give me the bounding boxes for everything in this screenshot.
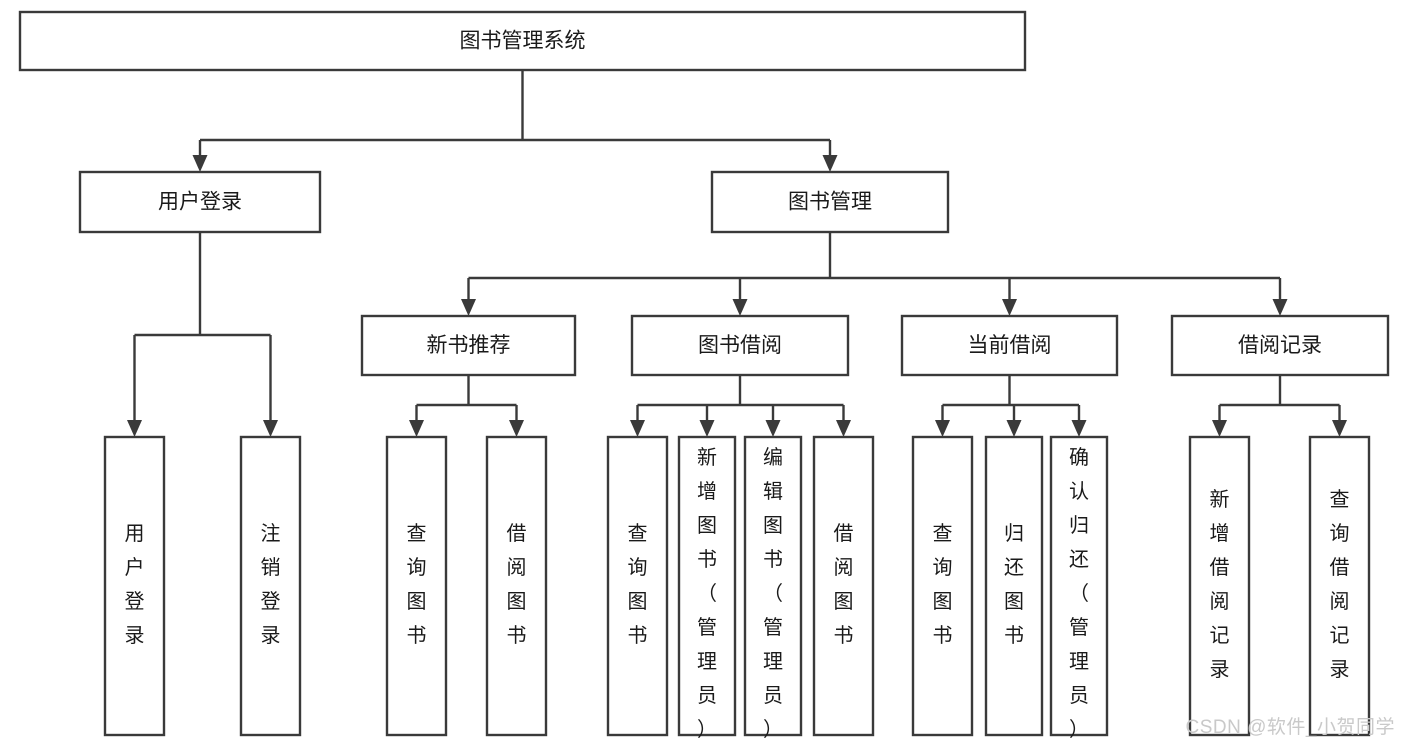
node-box-leaf-return-book[interactable] xyxy=(984,435,1044,737)
node-label-leaf-return-book: 归还图书 xyxy=(1004,522,1024,647)
book-borrow-to-leaf-borrow-book-2-arrowhead xyxy=(836,420,851,437)
node-box-leaf-borrow-book-2[interactable] xyxy=(812,435,875,737)
node-box-user-login[interactable] xyxy=(78,170,322,234)
node-label-leaf-query-book-3: 查询图书 xyxy=(933,522,953,647)
node-box-root[interactable] xyxy=(18,10,1027,72)
current-borrow-to-leaf-return-book-arrowhead xyxy=(1006,420,1022,437)
node-box-leaf-query-book-1[interactable] xyxy=(385,435,448,737)
node-borrow-record[interactable]: 借阅记录 xyxy=(1170,314,1390,377)
node-layer: 图书管理系统用户登录图书管理新书推荐图书借阅当前借阅借阅记录用户登录注销登录查询… xyxy=(18,10,1390,741)
user-login-to-leaf-user-login-arrowhead xyxy=(127,420,142,437)
node-label-leaf-logout-login: 注销登录 xyxy=(261,522,281,647)
node-book-borrow[interactable]: 图书借阅 xyxy=(630,314,850,377)
node-label-root: 图书管理系统 xyxy=(460,30,586,53)
root-to-user-login-arrowhead xyxy=(192,155,208,172)
root-to-book-manage-arrowhead xyxy=(822,155,838,172)
node-root[interactable]: 图书管理系统 xyxy=(18,10,1027,72)
node-box-book-manage[interactable] xyxy=(710,170,950,234)
node-label-leaf-borrow-book-2: 借阅图书 xyxy=(834,522,854,647)
connector-layer xyxy=(127,70,1347,437)
node-leaf-add-book-admin[interactable]: 新增图书（管理员） xyxy=(677,435,737,741)
node-box-leaf-edit-book-admin[interactable] xyxy=(743,435,803,737)
node-box-leaf-query-borrow-record[interactable] xyxy=(1308,435,1371,737)
node-leaf-user-login[interactable]: 用户登录 xyxy=(103,435,166,737)
node-label-leaf-edit-book-admin: 编辑图书（管理员） xyxy=(763,446,783,741)
node-box-leaf-query-book-2[interactable] xyxy=(606,435,669,737)
node-box-new-book-recommend[interactable] xyxy=(360,314,577,377)
user-login-to-leaf-logout-login-arrowhead xyxy=(263,420,278,437)
node-box-book-borrow[interactable] xyxy=(630,314,850,377)
node-leaf-return-book[interactable]: 归还图书 xyxy=(984,435,1044,737)
node-label-book-manage: 图书管理 xyxy=(788,191,872,214)
node-box-borrow-record[interactable] xyxy=(1170,314,1390,377)
node-label-leaf-query-book-2: 查询图书 xyxy=(628,522,648,647)
book-borrow-to-leaf-query-book-2-arrowhead xyxy=(630,420,645,437)
book-manage-to-book-borrow-arrowhead xyxy=(732,299,748,316)
book-manage-to-current-borrow-arrowhead xyxy=(1002,299,1017,316)
borrow-record-to-leaf-add-borrow-record-arrowhead xyxy=(1212,420,1227,437)
node-box-leaf-add-book-admin[interactable] xyxy=(677,435,737,737)
node-label-borrow-record: 借阅记录 xyxy=(1238,334,1322,357)
node-label-book-borrow: 图书借阅 xyxy=(698,334,782,357)
node-leaf-borrow-book-2[interactable]: 借阅图书 xyxy=(812,435,875,737)
node-leaf-edit-book-admin[interactable]: 编辑图书（管理员） xyxy=(743,435,803,741)
new-book-recommend-to-leaf-query-book-1-arrowhead xyxy=(409,420,424,437)
node-label-leaf-add-book-admin: 新增图书（管理员） xyxy=(697,446,717,741)
book-manage-to-borrow-record-arrowhead xyxy=(1272,299,1288,316)
node-label-new-book-recommend: 新书推荐 xyxy=(427,334,511,357)
current-borrow-to-leaf-query-book-3-arrowhead xyxy=(935,420,950,437)
node-box-leaf-add-borrow-record[interactable] xyxy=(1188,435,1251,737)
node-leaf-query-borrow-record[interactable]: 查询借阅记录 xyxy=(1308,435,1371,737)
node-box-leaf-logout-login[interactable] xyxy=(239,435,302,737)
node-leaf-logout-login[interactable]: 注销登录 xyxy=(239,435,302,737)
node-box-leaf-query-book-3[interactable] xyxy=(911,435,974,737)
book-manage-to-new-book-recommend-arrowhead xyxy=(461,299,476,316)
book-borrow-to-leaf-edit-book-admin-arrowhead xyxy=(765,420,781,437)
node-box-leaf-confirm-return-admin[interactable] xyxy=(1049,435,1109,737)
node-box-leaf-borrow-book-1[interactable] xyxy=(485,435,548,737)
csdn-watermark: CSDN @软件_小贺同学 xyxy=(1185,717,1395,738)
node-label-current-borrow: 当前借阅 xyxy=(968,334,1052,357)
node-box-current-borrow[interactable] xyxy=(900,314,1119,377)
node-user-login[interactable]: 用户登录 xyxy=(78,170,322,234)
node-book-manage[interactable]: 图书管理 xyxy=(710,170,950,234)
node-label-leaf-query-borrow-record: 查询借阅记录 xyxy=(1330,488,1350,681)
node-label-leaf-confirm-return-admin: 确认归还（管理员） xyxy=(1069,446,1089,741)
node-leaf-confirm-return-admin[interactable]: 确认归还（管理员） xyxy=(1049,435,1109,741)
node-label-user-login: 用户登录 xyxy=(158,191,242,214)
node-current-borrow[interactable]: 当前借阅 xyxy=(900,314,1119,377)
node-leaf-borrow-book-1[interactable]: 借阅图书 xyxy=(485,435,548,737)
book-borrow-to-leaf-add-book-admin-arrowhead xyxy=(699,420,715,437)
node-leaf-query-book-1[interactable]: 查询图书 xyxy=(385,435,448,737)
node-leaf-add-borrow-record[interactable]: 新增借阅记录 xyxy=(1188,435,1251,737)
node-box-leaf-user-login[interactable] xyxy=(103,435,166,737)
borrow-record-to-leaf-query-borrow-record-arrowhead xyxy=(1332,420,1347,437)
node-leaf-query-book-3[interactable]: 查询图书 xyxy=(911,435,974,737)
node-label-leaf-borrow-book-1: 借阅图书 xyxy=(507,522,527,647)
node-label-leaf-query-book-1: 查询图书 xyxy=(407,522,427,647)
node-label-leaf-add-borrow-record: 新增借阅记录 xyxy=(1210,488,1230,681)
current-borrow-to-leaf-confirm-return-admin-arrowhead xyxy=(1071,420,1087,437)
node-leaf-query-book-2[interactable]: 查询图书 xyxy=(606,435,669,737)
new-book-recommend-to-leaf-borrow-book-1-arrowhead xyxy=(509,420,524,437)
node-label-leaf-user-login: 用户登录 xyxy=(125,523,145,647)
node-new-book-recommend[interactable]: 新书推荐 xyxy=(360,314,577,377)
